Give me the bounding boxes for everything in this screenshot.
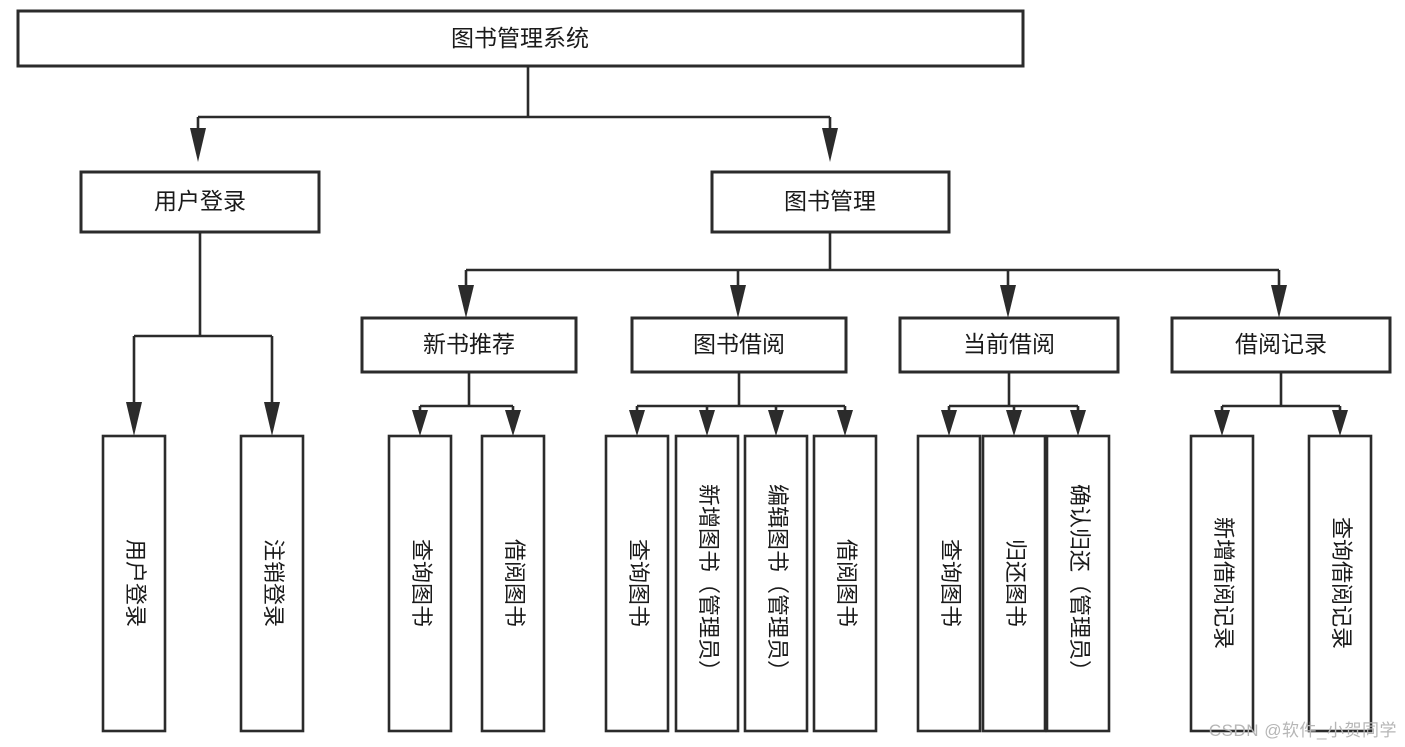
- leaf-rec-add-box: [1189, 434, 1255, 733]
- leaf-rec-borrow-label: 借阅图书: [502, 539, 527, 627]
- leaf-borrow-edit[interactable]: 编辑图书（管理员）: [743, 434, 809, 733]
- leaf-cur-return-label: 归还图书: [1003, 539, 1028, 627]
- node-current-borrow[interactable]: 当前借阅: [898, 316, 1120, 374]
- node-new-book-rec[interactable]: 新书推荐: [360, 316, 578, 374]
- arrow-icon: [1006, 410, 1022, 436]
- arrow-icon: [837, 410, 853, 436]
- arrow-icon: [264, 402, 280, 436]
- arrow-icon: [1214, 410, 1230, 436]
- node-book-borrow[interactable]: 图书借阅: [630, 316, 848, 374]
- leaf-borrow-do-label: 借阅图书: [834, 539, 859, 627]
- leaf-rec-add-label: 新增借阅记录: [1211, 517, 1236, 649]
- node-user-login-box: [79, 170, 321, 234]
- leaf-borrow-add-label: 新增图书（管理员）: [696, 484, 721, 682]
- arrow-icon: [822, 128, 838, 162]
- leaf-rec-borrow-box: [480, 434, 546, 733]
- leaf-cur-query[interactable]: 查询图书: [916, 434, 982, 733]
- arrow-icon: [126, 402, 142, 436]
- leaf-borrow-do[interactable]: 借阅图书: [812, 434, 878, 733]
- connector-current-borrow-to-leaves: [941, 372, 1086, 436]
- leaf-cur-confirm[interactable]: 确认归还（管理员）: [1045, 434, 1111, 733]
- arrow-icon: [505, 410, 521, 436]
- leaf-user-login[interactable]: 用户登录: [101, 434, 167, 733]
- leaf-rec-borrow[interactable]: 借阅图书: [480, 434, 546, 733]
- leaf-user-logout-label: 注销登录: [261, 539, 286, 627]
- leaf-borrow-add-box: [674, 434, 740, 733]
- leaf-rec-query2-label: 查询借阅记录: [1329, 517, 1354, 649]
- leaf-borrow-edit-label: 编辑图书（管理员）: [765, 484, 790, 682]
- leaf-borrow-do-box: [812, 434, 878, 733]
- leaf-borrow-edit-box: [743, 434, 809, 733]
- leaf-rec-query-label: 查询图书: [409, 539, 434, 627]
- node-borrow-record-label: 借阅记录: [1235, 331, 1327, 357]
- leaf-user-logout[interactable]: 注销登录: [239, 434, 305, 733]
- connector-borrow-record-to-leaves: [1214, 372, 1348, 436]
- node-current-borrow-box: [898, 316, 1120, 374]
- arrow-icon: [1070, 410, 1086, 436]
- node-borrow-record[interactable]: 借阅记录: [1170, 316, 1392, 374]
- arrow-icon: [768, 410, 784, 436]
- leaf-borrow-query-label: 查询图书: [626, 539, 651, 627]
- connector-book-borrow-to-leaves: [629, 372, 853, 436]
- arrow-icon: [190, 128, 206, 162]
- leaf-cur-return[interactable]: 归还图书: [981, 434, 1047, 733]
- node-root[interactable]: 图书管理系统: [16, 9, 1025, 68]
- leaf-user-login-label: 用户登录: [123, 539, 148, 627]
- leaf-rec-add[interactable]: 新增借阅记录: [1189, 434, 1255, 733]
- node-new-book-rec-box: [360, 316, 578, 374]
- arrow-icon: [1332, 410, 1348, 436]
- leaf-cur-confirm-box: [1045, 434, 1111, 733]
- arrow-icon: [458, 285, 474, 318]
- connector-book-manage-to-level2: [458, 232, 1287, 318]
- arrow-icon: [629, 410, 645, 436]
- node-root-box: [16, 9, 1025, 68]
- node-current-borrow-label: 当前借阅: [963, 331, 1055, 357]
- leaf-rec-query2[interactable]: 查询借阅记录: [1307, 434, 1373, 733]
- node-user-login-label: 用户登录: [154, 188, 246, 214]
- arrow-icon: [412, 410, 428, 436]
- arrow-icon: [1000, 285, 1016, 318]
- leaf-cur-query-label: 查询图书: [938, 539, 963, 627]
- arrow-icon: [699, 410, 715, 436]
- leaf-user-logout-box: [239, 434, 305, 733]
- leaf-borrow-add[interactable]: 新增图书（管理员）: [674, 434, 740, 733]
- connector-root-to-level1: [190, 66, 838, 162]
- leaf-rec-query2-box: [1307, 434, 1373, 733]
- leaf-borrow-query-box: [604, 434, 670, 733]
- node-book-borrow-label: 图书借阅: [693, 331, 785, 357]
- node-book-manage[interactable]: 图书管理: [710, 170, 951, 234]
- node-new-book-rec-label: 新书推荐: [423, 331, 515, 357]
- leaf-cur-query-box: [916, 434, 982, 733]
- leaf-user-login-box: [101, 434, 167, 733]
- leaf-rec-query[interactable]: 查询图书: [387, 434, 453, 733]
- arrow-icon: [730, 285, 746, 318]
- connector-user-login-to-leaves: [126, 232, 280, 436]
- node-book-manage-label: 图书管理: [784, 188, 876, 214]
- leaf-cur-return-box: [981, 434, 1047, 733]
- arrow-icon: [1271, 285, 1287, 318]
- connector-new-book-rec-to-leaves: [412, 372, 521, 436]
- leaf-borrow-query[interactable]: 查询图书: [604, 434, 670, 733]
- leaf-cur-confirm-label: 确认归还（管理员）: [1067, 484, 1092, 682]
- arrow-icon: [941, 410, 957, 436]
- node-root-label: 图书管理系统: [451, 25, 589, 51]
- node-user-login[interactable]: 用户登录: [79, 170, 321, 234]
- leaf-rec-query-box: [387, 434, 453, 733]
